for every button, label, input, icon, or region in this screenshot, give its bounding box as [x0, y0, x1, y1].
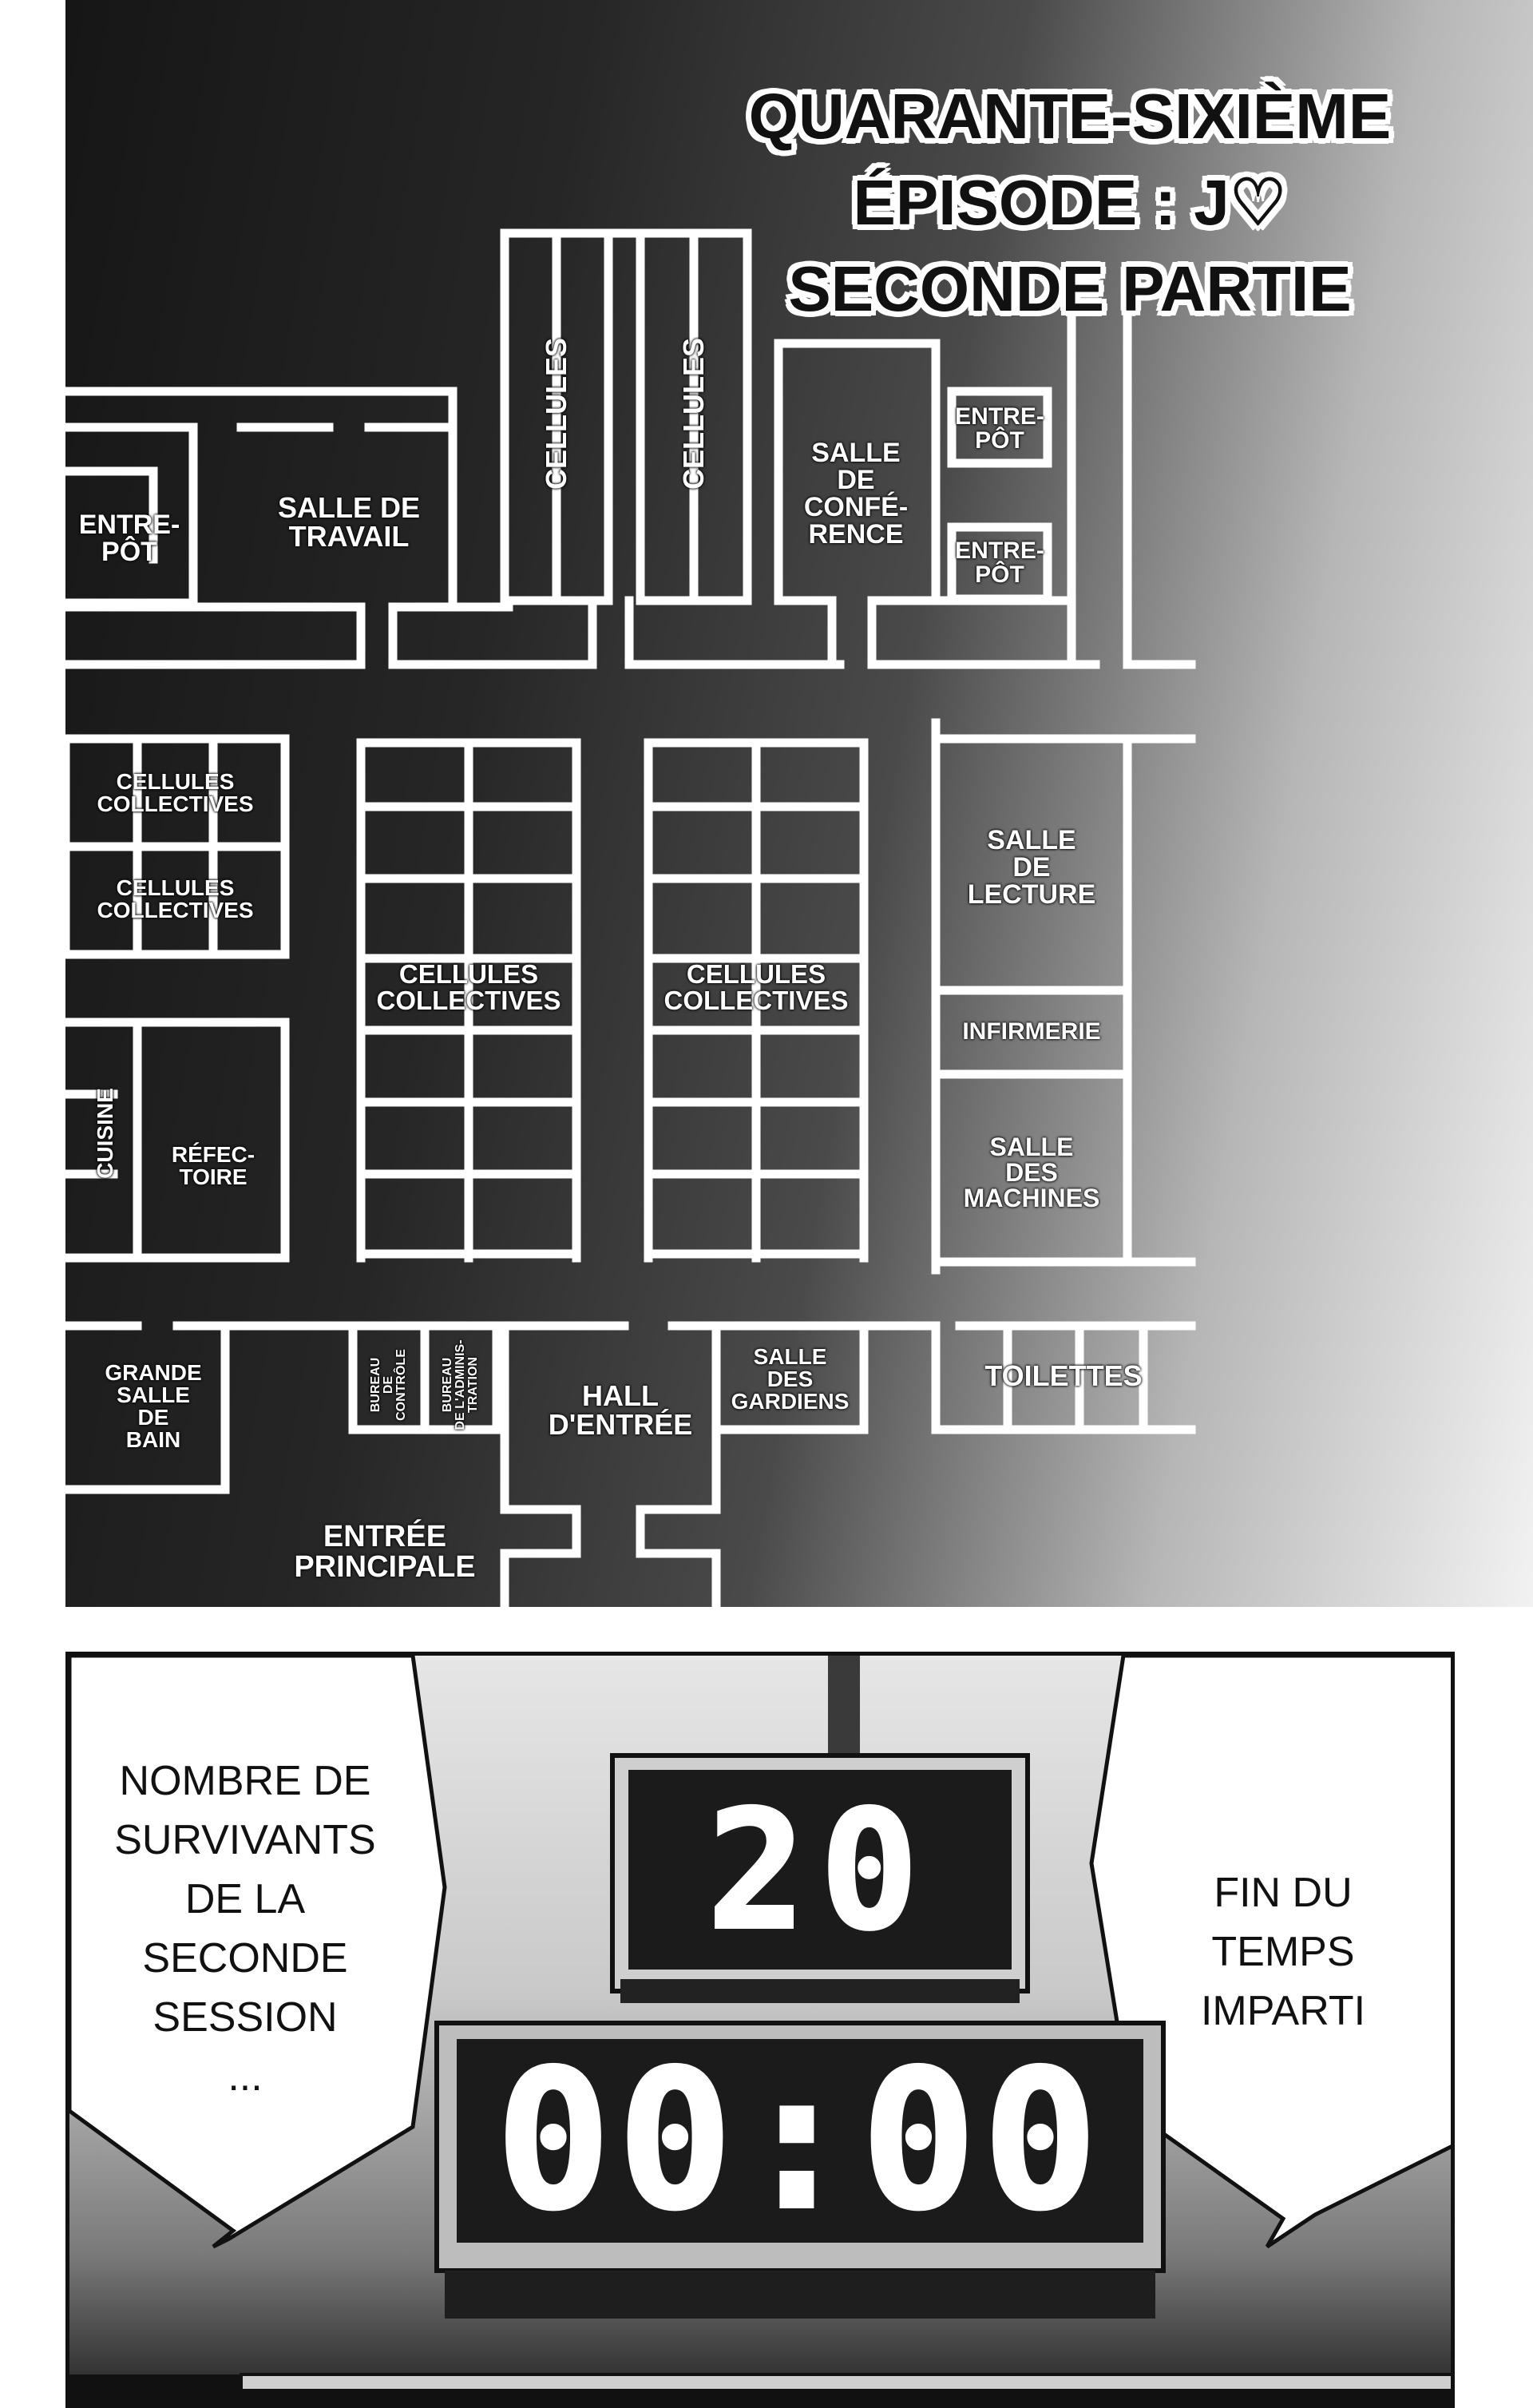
floorplan-panel: ENTRE- PÔT SALLE DE TRAVAIL CELLULES CEL…: [65, 0, 1533, 1607]
room-salle-lecture: SALLE DE LECTURE: [967, 825, 1096, 910]
floorplan-walls: [65, 228, 1196, 1607]
room-bureau-controle: BUREAU DE CONTRÔLE: [369, 1349, 408, 1421]
room-cuisine: CUISINE: [93, 1088, 117, 1179]
room-hall-entree: HALL D'ENTRÉE: [548, 1379, 693, 1441]
room-entrepot-left: ENTRE- PÔT: [78, 510, 180, 567]
room-salle-machines: SALLE DES MACHINES: [963, 1133, 1100, 1212]
room-grande-salle-bain: GRANDE SALLE DE BAIN: [105, 1360, 202, 1452]
room-entrepot-right-1: ENTRE- PÔT: [955, 403, 1044, 454]
room-salle-conference: SALLE DE CONFÉ- RENCE: [803, 438, 909, 549]
room-cellules-a: CELLULES: [540, 338, 572, 490]
room-salle-travail: SALLE DE TRAVAIL: [277, 491, 420, 553]
speech-bubble-right-text: FIN DU TEMPS IMPARTI: [1200, 1870, 1366, 2034]
room-bureau-administration: BUREAU DE L'ADMINIS- TRATION: [441, 1339, 480, 1430]
countdown-timer-display: 00:00: [494, 2029, 1105, 2252]
room-cellules-collectives-center-1: CELLULES COLLECTIVES: [376, 959, 561, 1015]
room-cellules-collectives-center-2: CELLULES COLLECTIVES: [664, 959, 849, 1015]
clock-panel-art: [69, 1656, 1451, 2404]
speech-bubble-left: NOMBRE DE SURVIVANTS DE LA SECONDE SESSI…: [77, 1751, 413, 2106]
chapter-title: QUARANTE-SIXIÈME ÉPISODE : J♡ SECONDE PA…: [655, 73, 1485, 332]
room-entree-principale: ENTRÉE PRINCIPALE: [294, 1520, 476, 1584]
room-salle-gardiens: SALLE DES GARDIENS: [731, 1344, 850, 1414]
speech-bubble-right: FIN DU TEMPS IMPARTI: [1131, 1863, 1435, 2041]
room-entrepot-right-2: ENTRE- PÔT: [955, 538, 1044, 588]
room-cellules-collectives-left-2: CELLULES COLLECTIVES: [97, 875, 254, 922]
room-infirmerie: INFIRMERIE: [962, 1018, 1101, 1045]
chapter-title-line3: SECONDE PARTIE: [788, 253, 1352, 324]
room-cellules-b: CELLULES: [677, 338, 710, 490]
room-toilettes: TOILETTES: [984, 1359, 1143, 1392]
chapter-title-line1: QUARANTE-SIXIÈME: [748, 81, 1392, 152]
chapter-title-line2: ÉPISODE : J♡: [853, 167, 1287, 238]
clock-panel: NOMBRE DE SURVIVANTS DE LA SECONDE SESSI…: [65, 1652, 1455, 2408]
speech-bubble-left-text: NOMBRE DE SURVIVANTS DE LA SECONDE SESSI…: [114, 1758, 376, 2100]
room-cellules-collectives-left-1: CELLULES COLLECTIVES: [97, 769, 254, 816]
survivors-count-display: 20: [706, 1775, 933, 1968]
room-refectoire: RÉFEC- TOIRE: [171, 1142, 256, 1189]
